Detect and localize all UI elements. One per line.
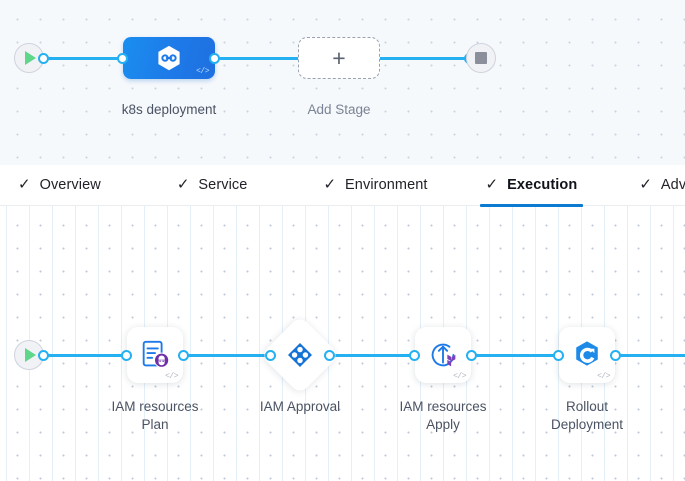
rollout-output-port[interactable] [610,350,621,361]
tab-environment-label: Environment [345,177,428,193]
stages-canvas[interactable]: </> k8s deployment + Add Stage [0,0,685,165]
terraform-apply-icon [431,343,456,367]
canvas-grid-dots [0,0,685,165]
edge-approval-to-apply [330,354,424,357]
tab-service-label: Service [198,177,248,193]
tab-advanced[interactable]: ✓ Advanced [627,165,685,206]
add-stage-button[interactable]: + [298,37,380,79]
step-code-badge: </> [453,372,466,381]
tab-overview-label: Overview [39,177,101,193]
step-label-rollout-deployment: Rollout Deployment [550,399,624,432]
stage-label-k8s-deployment: k8s deployment [121,102,217,117]
rollout-input-port[interactable] [553,350,564,361]
tab-service[interactable]: ✓ Service [165,165,260,206]
approval-input-port[interactable] [265,350,276,361]
apply-input-port[interactable] [409,350,420,361]
kubernetes-service-icon [158,45,180,71]
edge-rollout-to-next [616,354,685,357]
stage-input-port[interactable] [117,53,128,64]
check-icon: ✓ [18,175,31,193]
plan-input-port[interactable] [121,350,132,361]
iam-approval-icon-wrap [272,327,328,383]
check-icon: ✓ [176,175,190,193]
stop-icon [475,52,487,64]
stage-output-port[interactable] [209,53,220,64]
execution-canvas[interactable]: </> IAM resources Plan IAM App [0,206,685,481]
harness-approval-icon [288,343,312,367]
check-icon: ✓ [639,175,652,193]
terraform-plan-icon [142,340,170,368]
step-code-badge: </> [165,372,178,381]
edge-plan-to-approval [184,354,280,357]
check-icon: ✓ [323,175,337,193]
stage-code-badge: </> [196,67,209,76]
step-label-iam-resources-apply: IAM resources Apply [399,399,487,432]
tab-execution-label: Execution [507,177,578,193]
tab-environment[interactable]: ✓ Environment [311,165,439,206]
add-stage-label: Add Stage [307,102,371,117]
edge-stage-to-addstage [210,57,305,60]
plus-icon: + [332,44,346,71]
edge-start-to-plan [40,354,135,357]
pipeline-end-node[interactable] [466,43,496,73]
approval-output-port[interactable] [324,350,335,361]
tab-execution[interactable]: ✓ Execution [474,165,590,207]
step-node-iam-resources-plan[interactable]: </> [127,327,183,383]
step-code-badge: </> [597,372,610,381]
stage-config-tabs[interactable]: ✓ Overview ✓ Service ✓ Environment ✓ Exe… [0,165,685,207]
pipeline-start-node[interactable] [14,43,44,73]
step-label-iam-approval: IAM Approval [259,399,341,414]
play-icon [25,348,36,362]
start-output-port[interactable] [38,53,49,64]
apply-output-port[interactable] [466,350,477,361]
check-icon: ✓ [485,175,499,193]
edge-start-to-stage [40,57,130,60]
step-node-rollout-deployment[interactable]: </> [559,327,615,383]
plan-output-port[interactable] [178,350,189,361]
tab-overview[interactable]: ✓ Overview [6,165,113,206]
execution-start-output-port[interactable] [38,350,49,361]
tab-advanced-label: Advanced [660,177,685,193]
rollout-deployment-icon [576,341,598,366]
edge-addstage-to-end [375,57,470,60]
step-node-iam-resources-apply[interactable]: </> [415,327,471,383]
play-icon [25,51,36,65]
stage-node-k8s-deployment[interactable]: </> [123,37,215,79]
step-label-iam-resources-plan: IAM resources Plan [111,399,199,432]
edge-apply-to-rollout [472,354,565,357]
